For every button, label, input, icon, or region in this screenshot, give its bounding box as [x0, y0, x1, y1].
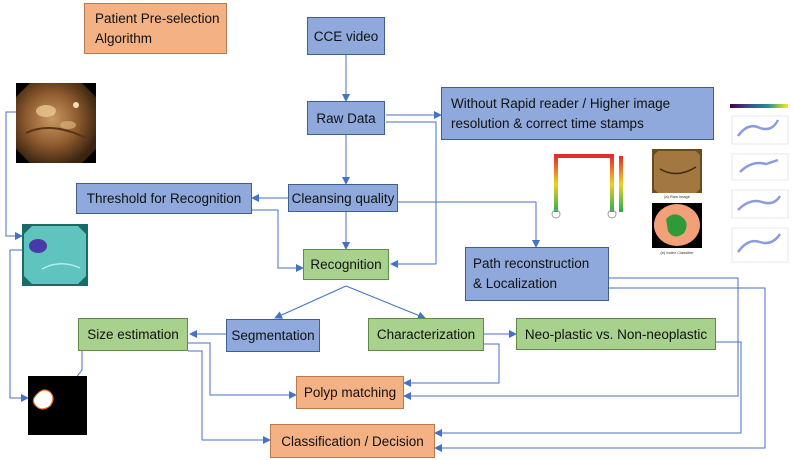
arrow-recognition-segmentation [274, 285, 347, 319]
raw-image-caption: (a) Raw image [664, 194, 691, 199]
index-classifier-panel: (b) Index Classifier [652, 203, 702, 255]
index-classifier-caption: (b) Index Classifier [660, 250, 694, 255]
raw-image-panel: (a) Raw image [652, 149, 702, 199]
segmentation-box: Segmentation [226, 319, 320, 352]
arrow-path-classification [434, 287, 766, 452]
arrow-frame2-frame3 [9, 249, 29, 402]
neoplastic-box: Neo-plastic vs. Non-neoplastic [516, 318, 716, 350]
polyp-matching-box: Polyp matching [296, 376, 404, 409]
patient-preselection-box: Patient Pre-selection Algorithm [84, 3, 227, 54]
binary-mask-image [28, 376, 87, 435]
arrow-size-polyp [188, 342, 297, 399]
arrow-characterization-polyp [403, 343, 500, 387]
endoscopy-frame-image [16, 83, 96, 163]
threshold-recognition-box: Threshold for Recognition [76, 183, 252, 214]
arrow-cleansing-path [398, 201, 540, 248]
path-reconstruction-box: Path reconstruction & Localization [465, 247, 609, 301]
arrow-size-classification [188, 350, 271, 444]
without-rapid-reader-box: Without Rapid reader / Higher image reso… [441, 87, 714, 140]
arrow-raw-recognition [386, 121, 437, 268]
recognition-box: Recognition [303, 249, 389, 280]
raw-data-box: Raw Data [307, 101, 385, 135]
size-estimation-box: Size estimation [78, 318, 188, 351]
arrow-path-polyp [403, 277, 739, 400]
classification-decision-box: Classification / Decision [270, 424, 435, 458]
3d-trajectory-plots [730, 104, 789, 263]
characterization-box: Characterization [368, 318, 484, 351]
cleansing-quality-box: Cleansing quality [288, 184, 398, 212]
path-trajectory-map [551, 154, 623, 219]
arrow-recognition-characterization [345, 285, 426, 320]
cce-video-box: CCE video [307, 17, 385, 55]
segmented-polyp-image [22, 224, 88, 286]
arrow-threshold-recognition [252, 209, 304, 272]
arrow-neoplastic-classification [434, 341, 742, 437]
arrow-frame1-frame2 [5, 111, 23, 240]
